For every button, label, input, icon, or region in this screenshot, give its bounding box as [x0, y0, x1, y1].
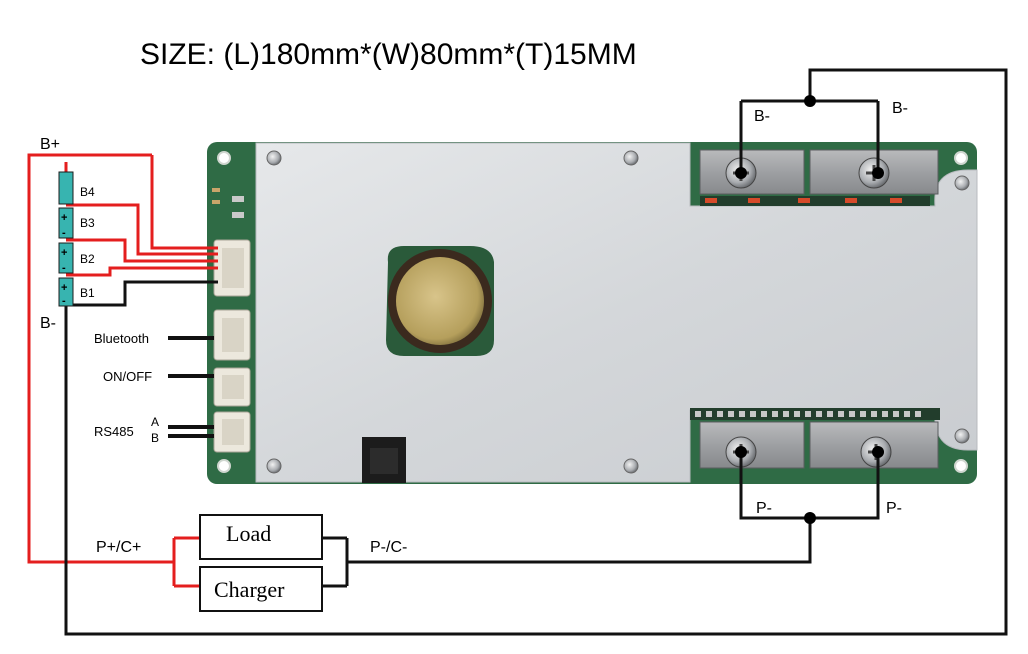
p-minus-label-left: P- [756, 500, 772, 517]
load-box: Load [199, 514, 323, 560]
rs485-label: RS485 [94, 424, 134, 439]
load-label: Load [226, 521, 271, 546]
negative-wiring [64, 68, 1008, 636]
top-busbars [699, 149, 939, 206]
smd-parts [212, 188, 244, 218]
junction-dots [735, 95, 884, 524]
rs485-a-label: A [151, 415, 159, 429]
cell-b1: + - B1 [58, 277, 95, 307]
cell-b2: + - B2 [58, 242, 95, 274]
connectors [213, 239, 251, 453]
b-minus-label-top-left: B- [754, 108, 770, 125]
b-minus-label-top-right: B- [892, 100, 908, 117]
svg-text:+: + [61, 247, 67, 259]
svg-text:B3: B3 [80, 216, 95, 230]
pcb-hole [217, 151, 231, 165]
rs485-b-label: B [151, 431, 159, 445]
svg-text:-: - [62, 262, 66, 274]
onoff-label: ON/OFF [103, 369, 152, 384]
bms-board [207, 142, 978, 484]
svg-text:+: + [61, 212, 67, 224]
cell-b4: B4 [58, 171, 95, 205]
charger-box: Charger [199, 566, 323, 612]
svg-text:+: + [61, 282, 67, 294]
svg-text:B4: B4 [80, 185, 95, 199]
charger-label: Charger [214, 577, 285, 602]
size-title: SIZE: (L)180mm*(W)80mm*(T)15MM [140, 38, 637, 71]
bottom-busbars [690, 408, 940, 469]
positive-wiring [27, 153, 218, 588]
pcb-hole [954, 151, 968, 165]
heatsink-screws [266, 150, 970, 474]
cell-b3: + - B3 [58, 207, 95, 239]
bluetooth-label: Bluetooth [94, 331, 149, 346]
svg-text:-: - [62, 227, 66, 239]
pcb-hole [217, 459, 231, 473]
svg-text:-: - [62, 295, 66, 307]
p-minus-c-minus-label: P-/C- [370, 539, 407, 556]
p-minus-label-right: P- [886, 500, 902, 517]
b-minus-label-left: B- [40, 315, 56, 332]
pcb-hole [954, 459, 968, 473]
b-plus-label: B+ [40, 136, 60, 153]
inductor-coil [386, 246, 494, 356]
chip-detail [370, 448, 398, 474]
svg-text:B2: B2 [80, 252, 95, 266]
battery-cells: B4 + - B3 + - B2 + - B1 [58, 171, 95, 307]
svg-text:B1: B1 [80, 286, 95, 300]
p-plus-c-plus-label: P+/C+ [96, 539, 141, 556]
